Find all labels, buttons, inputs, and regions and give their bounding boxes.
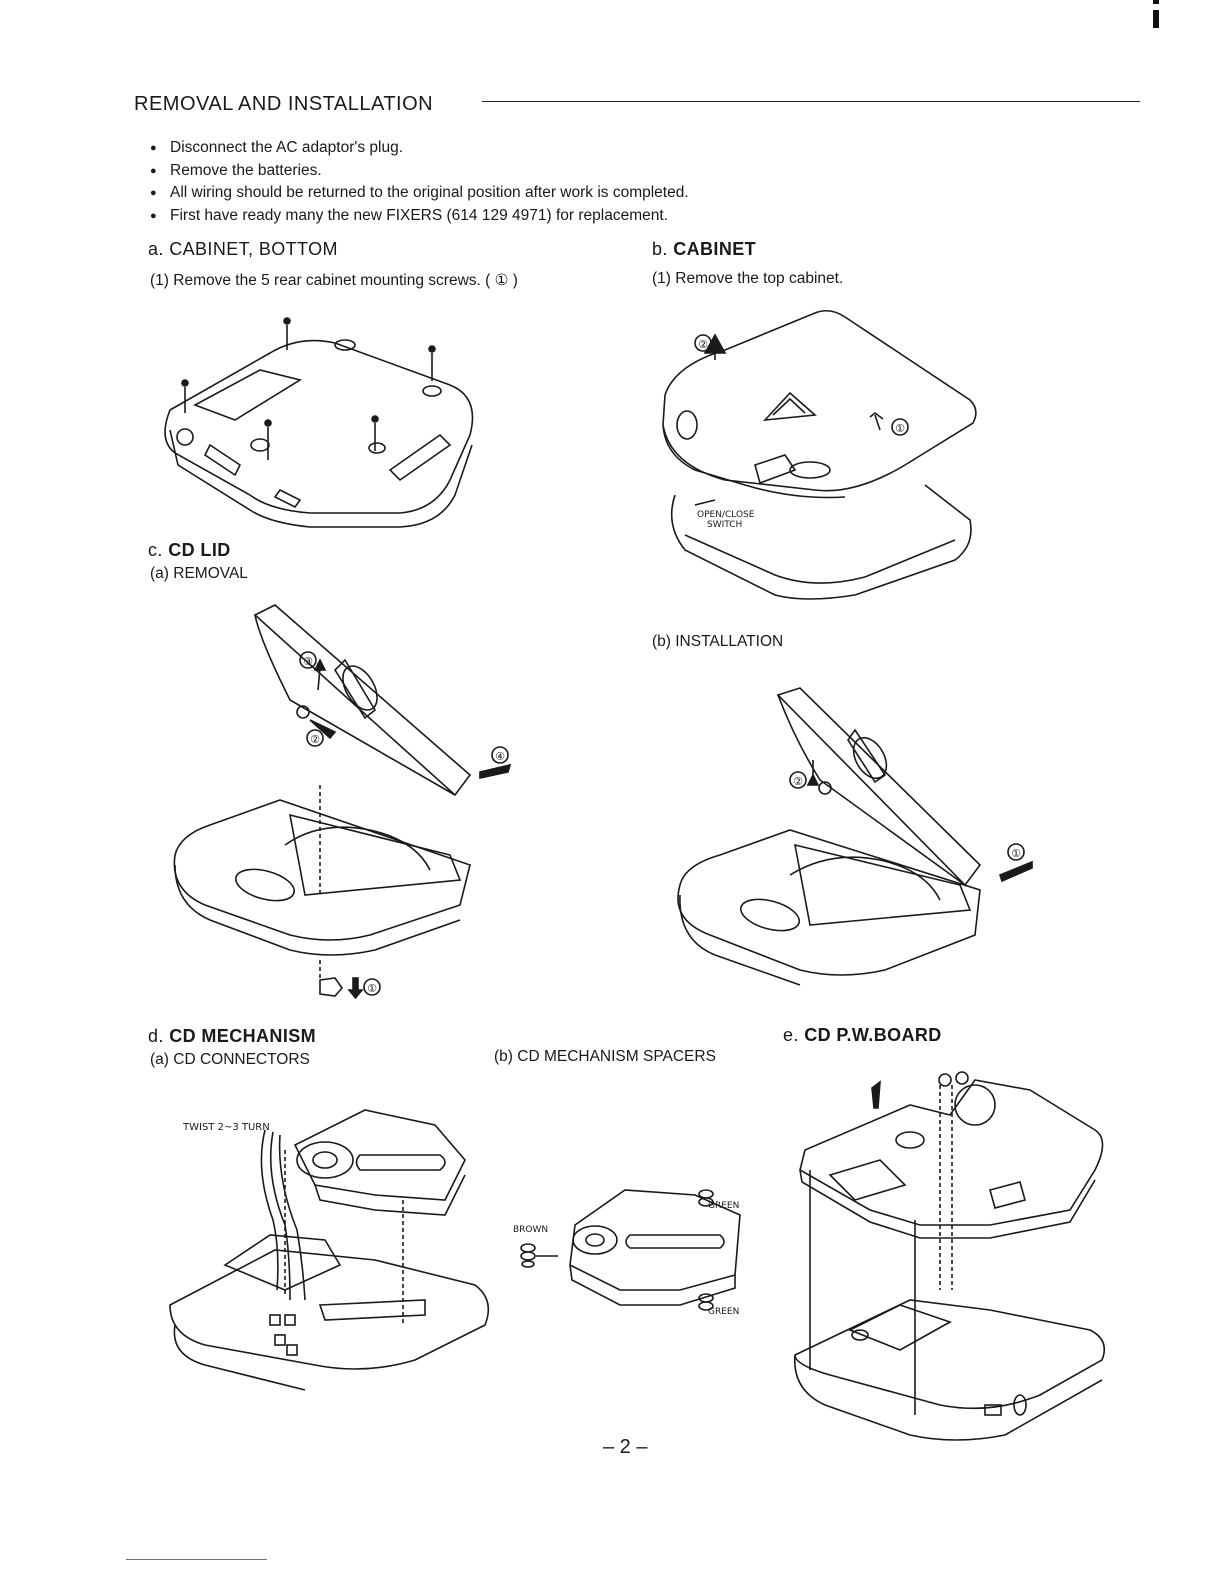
section-letter: b. — [652, 239, 668, 259]
figure-cd-spacers: BROWN GREEN GREEN — [513, 1189, 741, 1317]
page-number: – 2 – — [603, 1436, 648, 1458]
list-item: Disconnect the AC adaptor's plug. — [150, 137, 689, 160]
svg-text:①: ① — [1011, 847, 1021, 860]
heading-rule — [482, 101, 1140, 102]
arrow-icon — [871, 1080, 881, 1109]
section-letter: d. — [148, 1026, 164, 1046]
svg-text:①: ① — [895, 422, 905, 435]
page-heading: REMOVAL AND INSTALLATION — [134, 93, 434, 115]
arrow-icon — [347, 977, 364, 1000]
marker-2: ② — [789, 771, 807, 789]
section-name: CABINET, BOTTOM — [169, 239, 338, 259]
marker-4: ④ — [491, 746, 509, 764]
section-d-connectors: (a) CD CONNECTORS — [150, 1051, 310, 1068]
section-c-title: c. CD LID — [148, 540, 231, 561]
svg-text:②: ② — [793, 775, 803, 788]
section-a-step: (1) Remove the 5 rear cabinet mounting s… — [150, 272, 518, 289]
list-item: First have ready many the new FIXERS (61… — [150, 205, 689, 228]
footer-rule — [126, 1559, 267, 1560]
marker-2: ② — [694, 334, 712, 352]
section-d-title: d. CD MECHANISM — [148, 1026, 316, 1047]
section-name: CD MECHANISM — [169, 1026, 317, 1046]
figure-cd-lid-installation: ② ① — [677, 687, 1033, 986]
marker-2: ② — [306, 729, 324, 747]
connector-icon — [269, 1314, 298, 1356]
marker-1: ① — [363, 978, 381, 996]
section-letter: c. — [148, 540, 163, 560]
marker-3: ③ — [299, 651, 317, 669]
marker-1: ① — [1007, 843, 1025, 861]
svg-text:②: ② — [698, 338, 708, 351]
brown-label: BROWN — [513, 1225, 548, 1235]
figure-cd-lid-removal: ③ ② ④ ① — [173, 604, 512, 1000]
svg-text:③: ③ — [303, 655, 313, 668]
svg-text:④: ④ — [495, 750, 505, 763]
figure-cabinet-bottom — [164, 317, 474, 528]
section-letter: e. — [783, 1025, 799, 1045]
section-a-title: a. CABINET, BOTTOM — [148, 239, 338, 260]
section-c-installation: (b) INSTALLATION — [652, 633, 784, 650]
list-item: All wiring should be returned to the ori… — [150, 182, 689, 205]
switch-label: OPEN/CLOSE — [697, 510, 755, 520]
precaution-list: Disconnect the AC adaptor's plug. Remove… — [150, 137, 689, 227]
svg-text:①: ① — [367, 982, 377, 995]
arrow-icon — [479, 763, 512, 779]
section-b-title: b. CABINET — [652, 239, 756, 260]
scan-mark — [1153, 0, 1159, 4]
screw-icon — [181, 317, 436, 460]
arrow-icon — [999, 860, 1033, 883]
section-b-step: (1) Remove the top cabinet. — [652, 270, 844, 287]
section-c-removal: (a) REMOVAL — [150, 565, 248, 582]
green-label: GREEN — [708, 1307, 739, 1317]
svg-text:②: ② — [310, 733, 320, 746]
section-name: CD LID — [168, 540, 231, 560]
section-letter: a. — [148, 239, 164, 259]
list-item: Remove the batteries. — [150, 160, 689, 183]
switch-label: SWITCH — [707, 520, 742, 530]
figure-cabinet-top: ② ① OPEN/CLOSE SWITCH — [662, 309, 977, 600]
green-label: GREEN — [708, 1201, 739, 1211]
section-name: CD P.W.BOARD — [804, 1025, 942, 1045]
figure-cd-connectors: TWIST 2~3 TURN — [169, 1109, 490, 1391]
marker-1: ① — [891, 418, 909, 436]
figure-cd-pwboard — [793, 1071, 1106, 1441]
section-name: CABINET — [673, 239, 757, 259]
twist-label: TWIST 2~3 TURN — [182, 1122, 270, 1133]
scan-mark — [1153, 10, 1159, 28]
section-e-title: e. CD P.W.BOARD — [783, 1025, 942, 1046]
spacer-icon — [520, 1189, 714, 1311]
section-d-spacers: (b) CD MECHANISM SPACERS — [494, 1048, 716, 1065]
